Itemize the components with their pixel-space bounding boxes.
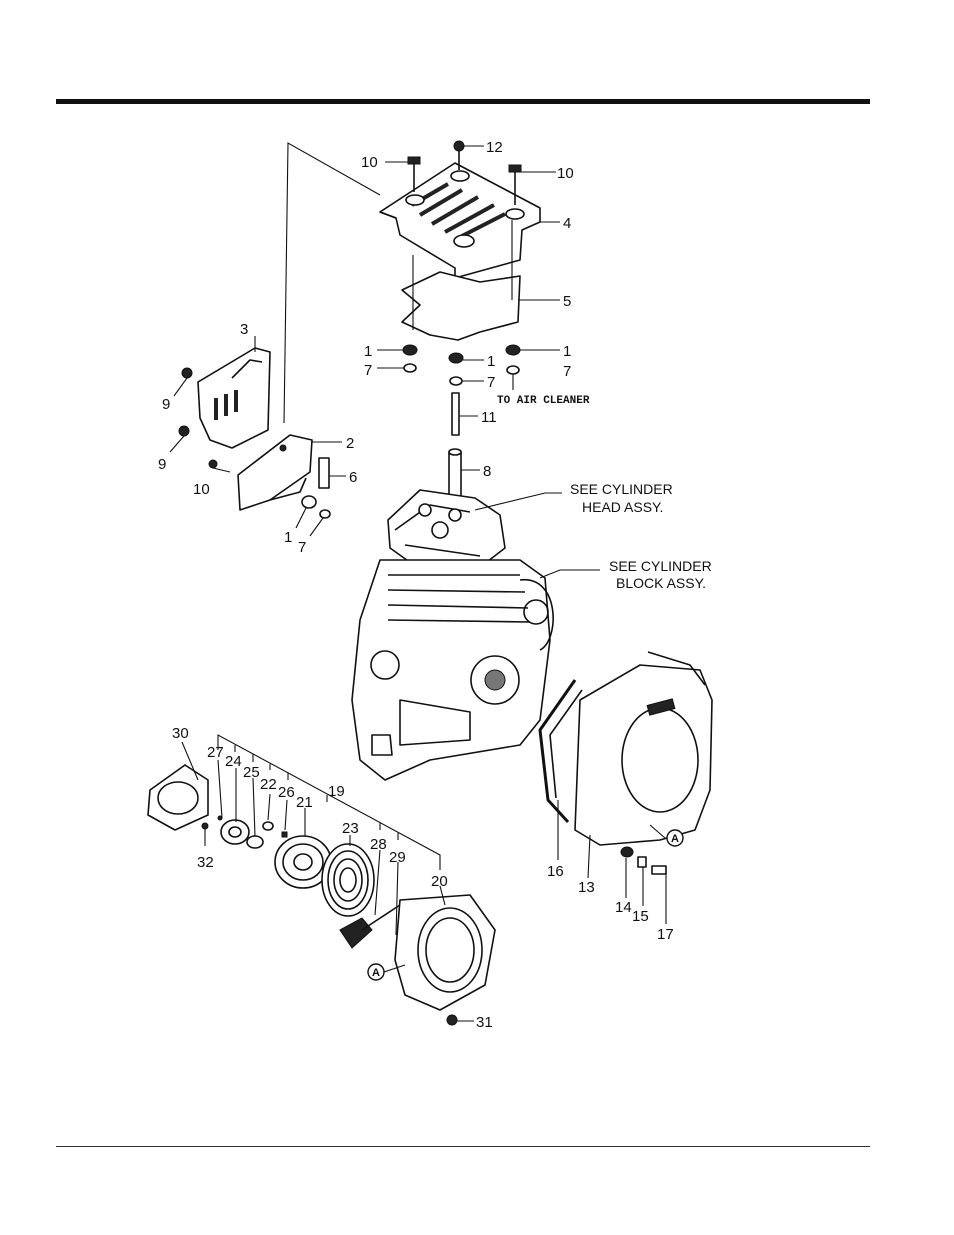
grommet-part — [302, 345, 520, 518]
ratchet-part — [263, 822, 287, 837]
starter-case-part — [395, 895, 495, 1010]
friction-plate-part — [218, 816, 249, 844]
to-air-cleaner-note: TO AIR CLEANER — [497, 395, 590, 407]
spacer-tube-part — [319, 458, 329, 488]
cylinder-block-part — [352, 560, 553, 780]
callout-29: 29 — [389, 849, 406, 866]
callout-32: 32 — [197, 854, 214, 871]
callout-10: 10 — [361, 154, 378, 171]
callout-26: 26 — [278, 784, 295, 801]
callout-6: 6 — [349, 469, 357, 486]
bolt-part — [447, 1015, 457, 1025]
fan-housing-part — [575, 652, 712, 845]
callout-16: 16 — [547, 863, 564, 880]
callout-20: 20 — [431, 873, 448, 890]
callout-7: 7 — [298, 539, 306, 556]
callout-31: 31 — [476, 1014, 493, 1031]
bracket-part — [238, 435, 312, 510]
washer-part — [621, 847, 633, 857]
collar-part — [638, 857, 646, 867]
callout-7: 7 — [364, 362, 372, 379]
cylinder-block-note-line2: BLOCK ASSY. — [616, 575, 706, 591]
spring-part — [247, 836, 263, 848]
callout-27: 27 — [207, 744, 224, 761]
callout-8: 8 — [483, 463, 491, 480]
stud-rod-part — [449, 393, 461, 498]
callout-4: 4 — [563, 215, 571, 232]
callout-1: 1 — [364, 343, 372, 360]
callout-7: 7 — [487, 374, 495, 391]
callout-14: 14 — [615, 899, 632, 916]
callout-1: 1 — [563, 343, 571, 360]
callout-12: 12 — [486, 139, 503, 156]
callout-2: 2 — [346, 435, 354, 452]
callout-17: 17 — [657, 926, 674, 943]
bolt-part — [652, 866, 666, 874]
reference-letter: A — [671, 833, 679, 845]
callout-3: 3 — [240, 321, 248, 338]
recoil-spring-part — [322, 844, 374, 916]
callout-9: 9 — [158, 456, 166, 473]
callout-15: 15 — [632, 908, 649, 925]
callout-28: 28 — [370, 836, 387, 853]
callout-11: 11 — [481, 409, 497, 426]
callout-10: 10 — [193, 481, 210, 498]
side-cover-part — [198, 348, 270, 448]
cover-plate-part — [402, 272, 520, 340]
callout-10: 10 — [557, 165, 574, 182]
footer-rule — [56, 1146, 870, 1147]
reference-letter: A — [372, 967, 380, 979]
reference-mark-a: A — [667, 830, 683, 846]
callout-25: 25 — [243, 764, 260, 781]
callout-30: 30 — [172, 725, 189, 742]
cylinder-block-note-line1: SEE CYLINDER — [609, 558, 712, 574]
cylinder-head-note-line1: SEE CYLINDER — [570, 481, 673, 497]
cylinder-head-note-line2: HEAD ASSY. — [582, 499, 663, 515]
callout-19: 19 — [328, 783, 345, 800]
callout-5: 5 — [563, 293, 571, 310]
callout-13: 13 — [578, 879, 595, 896]
top-shroud-part — [380, 163, 540, 278]
callout-1: 1 — [487, 353, 495, 370]
callout-21: 21 — [296, 794, 313, 811]
reference-mark-a: A — [368, 964, 384, 980]
callout-7: 7 — [563, 363, 571, 380]
callout-23: 23 — [342, 820, 359, 837]
callout-24: 24 — [225, 753, 242, 770]
callout-22: 22 — [260, 776, 277, 793]
callout-9: 9 — [162, 396, 170, 413]
callout-1: 1 — [284, 529, 292, 546]
starter-cup-part — [148, 765, 208, 830]
